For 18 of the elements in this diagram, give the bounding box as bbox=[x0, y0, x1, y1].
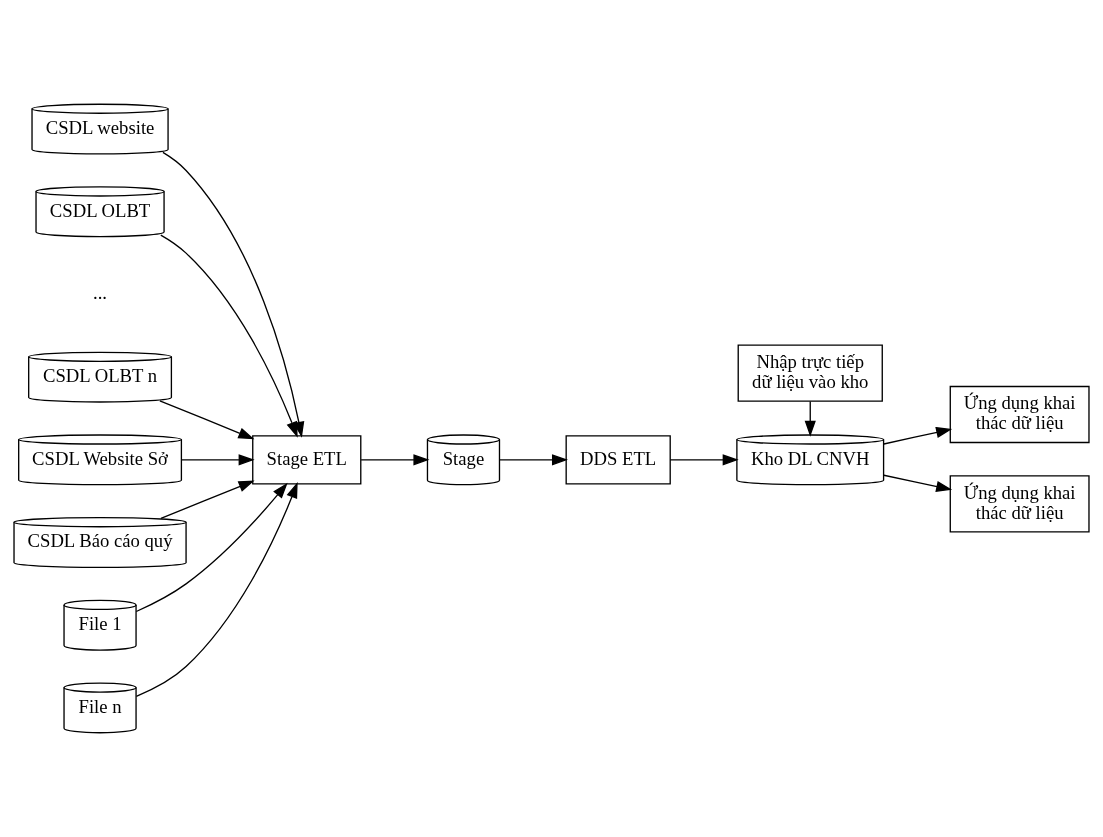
arrow bbox=[160, 234, 298, 438]
arrow bbox=[669, 454, 739, 466]
arrow bbox=[160, 480, 255, 520]
node-box: Nhập trực tiếp dữ liệu vào kho bbox=[737, 344, 883, 402]
arrow bbox=[135, 482, 298, 697]
arrow bbox=[360, 454, 430, 466]
arrow bbox=[180, 454, 255, 466]
label: ... bbox=[93, 282, 108, 304]
arrow bbox=[135, 482, 288, 613]
arrow bbox=[883, 474, 953, 492]
arrow bbox=[499, 454, 568, 466]
node-box: Ứng dụng khai thác dữ liệu bbox=[949, 385, 1090, 444]
arrow bbox=[804, 400, 816, 437]
node-box: DDS ETL bbox=[565, 435, 671, 485]
arrow bbox=[883, 426, 953, 445]
node-box: Stage ETL bbox=[252, 435, 362, 485]
node-box: Ứng dụng khai thác dữ liệu bbox=[949, 475, 1090, 533]
arrow bbox=[159, 400, 255, 440]
